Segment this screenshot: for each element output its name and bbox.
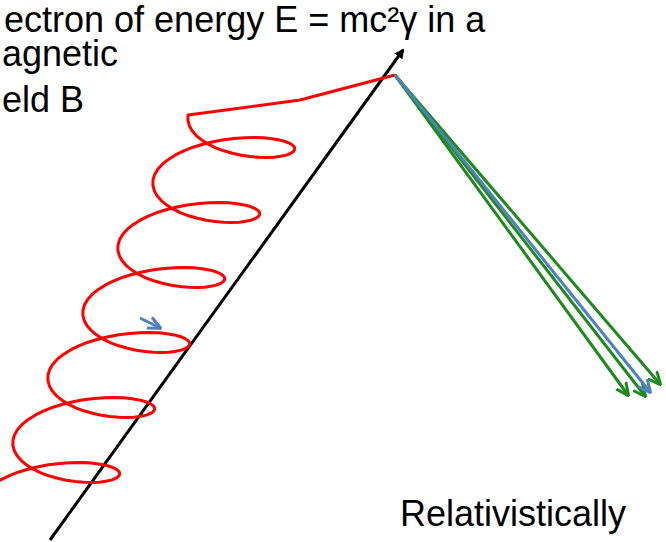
velocity-arrow — [140, 318, 160, 328]
beaming-label: Relativistically — [400, 494, 626, 534]
field-line — [50, 50, 403, 540]
radiation-arrow — [395, 75, 660, 384]
radiation-arrow — [395, 75, 650, 392]
field-label: eld B — [2, 80, 84, 120]
radiation-arrow — [395, 75, 628, 395]
field-label: agnetic — [2, 34, 118, 74]
electron-path — [0, 75, 395, 505]
